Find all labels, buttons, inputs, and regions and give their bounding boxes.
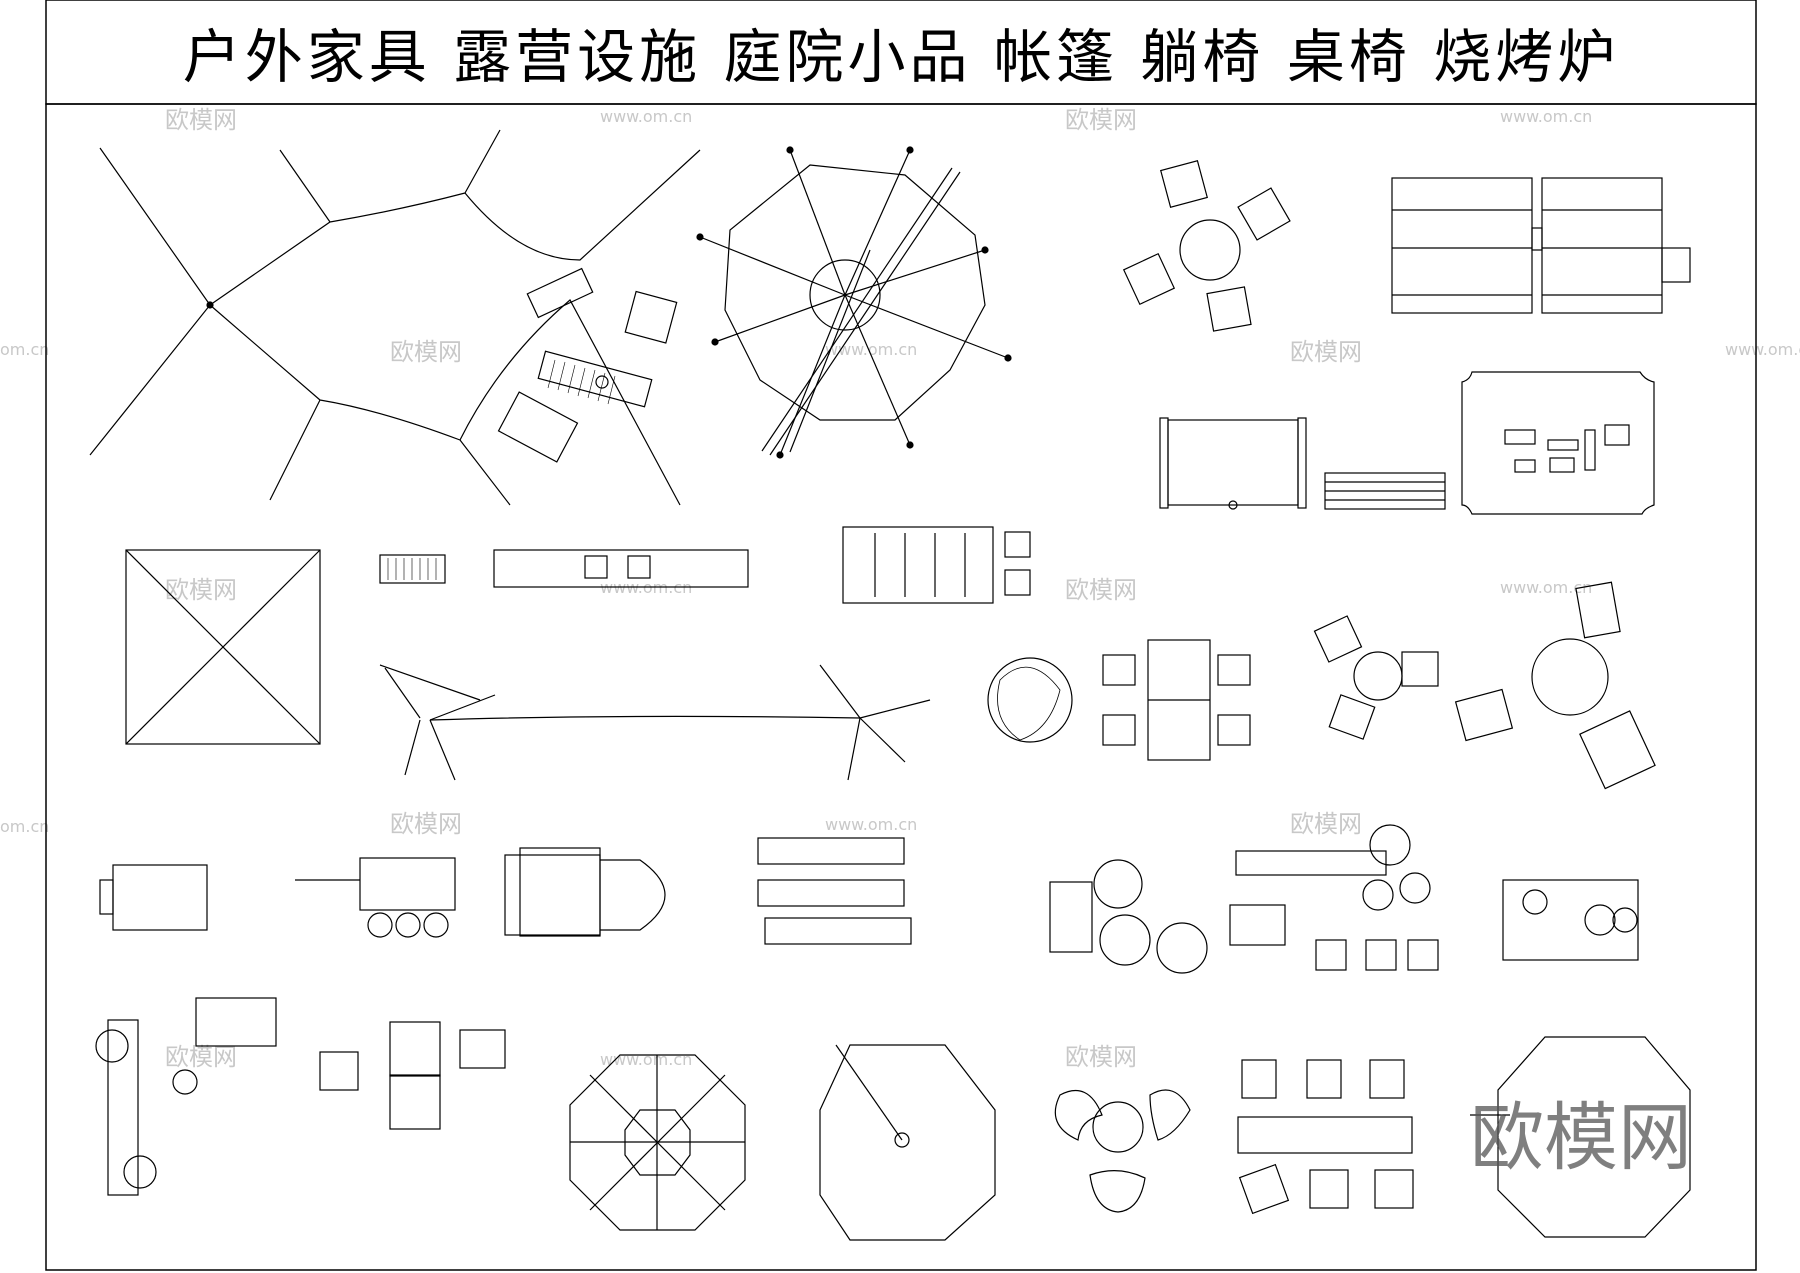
watermark-text: 欧模网 <box>1065 1043 1137 1071</box>
watermark-url: www.om.cn <box>1725 340 1800 359</box>
octagon-pavilion-symbol <box>1470 1036 1691 1238</box>
watermark-text: 欧模网 <box>390 338 462 366</box>
small-grill-symbol <box>379 554 446 584</box>
round-table-four-chairs-symbol <box>1122 159 1291 332</box>
brand-logo-mark: 欧模网 <box>1470 1095 1692 1181</box>
round-table-deckchairs-symbol <box>1454 581 1656 790</box>
bbq-trailer-symbol <box>295 857 456 938</box>
watermark-text: 欧模网 <box>165 576 237 604</box>
watermark-text: 欧模网 <box>1290 810 1362 838</box>
watermark-url: www.om.cn <box>1500 107 1592 126</box>
watermark-text: 欧模网 <box>1290 338 1362 366</box>
tensile-tent-symbol <box>89 129 701 506</box>
grill-counter-symbol <box>1229 824 1439 971</box>
watermark-url: www.om.cn <box>600 107 692 126</box>
round-tent-symbol <box>819 1044 996 1241</box>
stool-set-symbol <box>172 997 506 1130</box>
watermark-text: 欧模网 <box>165 106 237 134</box>
watermark-url: www.om.cn <box>1500 578 1592 597</box>
tree-planter-symbol <box>987 657 1073 743</box>
stove-unit-symbol <box>99 864 208 931</box>
picnic-mat-symbol <box>1461 371 1655 515</box>
round-table-three-chairs-symbol <box>1313 615 1439 740</box>
dining-table-set-symbol <box>1102 639 1251 761</box>
watermark-url-fragment: om.cn <box>0 817 49 836</box>
bbq-cart-symbol <box>842 526 1031 604</box>
watermark-text: 欧模网 <box>165 1043 237 1071</box>
slat-bench-symbol <box>1324 472 1446 510</box>
smoker-grill-symbol <box>504 847 666 937</box>
page-title: 户外家具 露营设施 庭院小品 帐篷 躺椅 桌椅 烧烤炉 <box>182 23 1620 91</box>
bbq-table-set-symbol <box>1049 859 1208 974</box>
title-frame <box>45 0 1757 1271</box>
sink-counter-symbol <box>493 549 749 588</box>
octagon-gazebo-symbol <box>569 1054 746 1231</box>
sofa-bench-symbol <box>1159 417 1307 510</box>
petal-chairs-symbol <box>1054 1089 1191 1213</box>
watermark-text: 欧模网 <box>390 810 462 838</box>
watermark-url-fragment: om.cn <box>0 340 49 359</box>
watermark-url: www.om.cn <box>825 340 917 359</box>
pole-lamps-symbol <box>95 1019 157 1196</box>
bench-planks-symbol <box>757 837 912 945</box>
watermark-url: www.om.cn <box>825 815 917 834</box>
string-lights-symbol <box>379 664 931 781</box>
umbrella-tent-symbol <box>696 146 1012 459</box>
watermark-text: 欧模网 <box>1065 106 1137 134</box>
square-canopy-symbol <box>125 549 321 745</box>
deck-round-tables-symbol <box>1502 879 1639 961</box>
watermark-url: www.om.cn <box>600 1050 692 1069</box>
watermark-text: 欧模网 <box>1065 576 1137 604</box>
bench-row-chairs-symbol <box>1237 1059 1414 1215</box>
double-lounger-symbol <box>1391 177 1691 314</box>
